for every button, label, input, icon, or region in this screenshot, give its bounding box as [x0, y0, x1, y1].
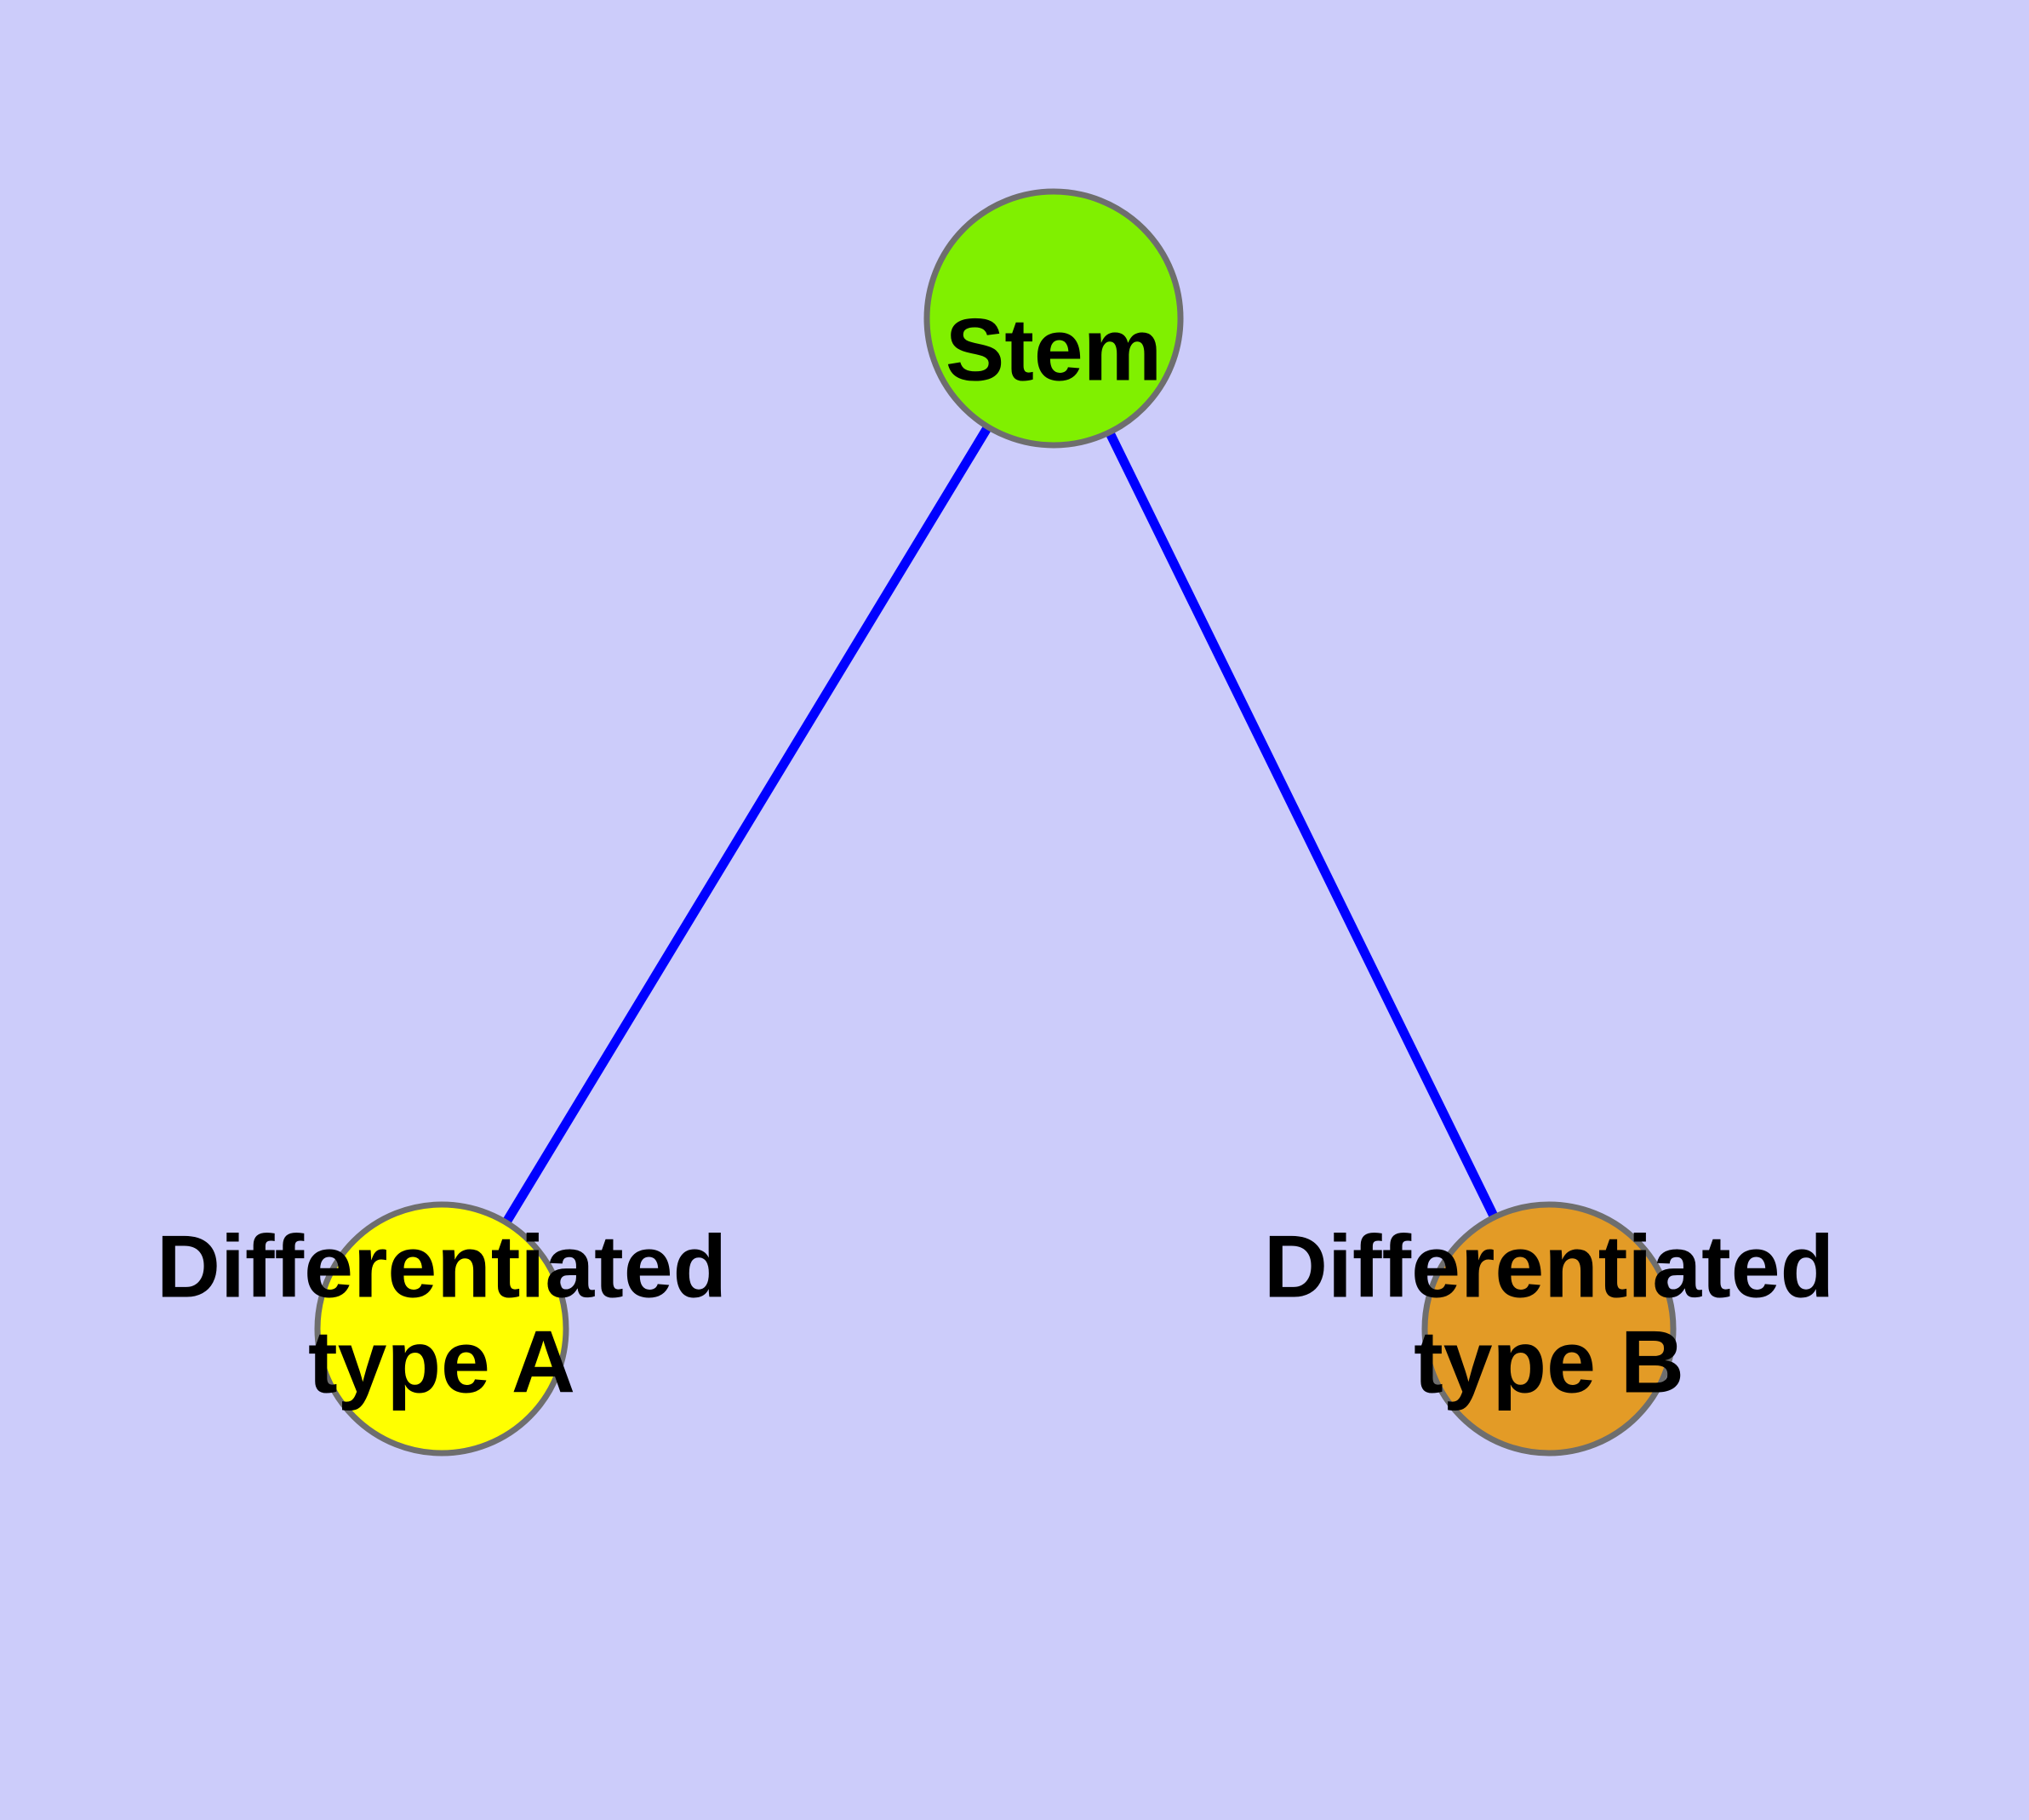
node-circle-diff_b[interactable] [1421, 1201, 1677, 1457]
edge-stem-to-a [500, 421, 994, 1228]
node-label-line: Differentiated [1264, 1217, 1834, 1316]
node-label-line: Stem [946, 300, 1162, 399]
node-label-line: Differentiated [157, 1217, 727, 1316]
node-circle-diff_a[interactable] [314, 1201, 569, 1457]
edge-stem-to-b [1103, 426, 1500, 1222]
node-circle-stem[interactable] [923, 188, 1184, 449]
node-stem[interactable]: Stem [923, 188, 1184, 449]
node-label-line: type A [308, 1313, 575, 1411]
edges-layer [500, 421, 1500, 1228]
node-label-stem: Stem [946, 300, 1162, 399]
node-label-line: type B [1414, 1313, 1684, 1411]
